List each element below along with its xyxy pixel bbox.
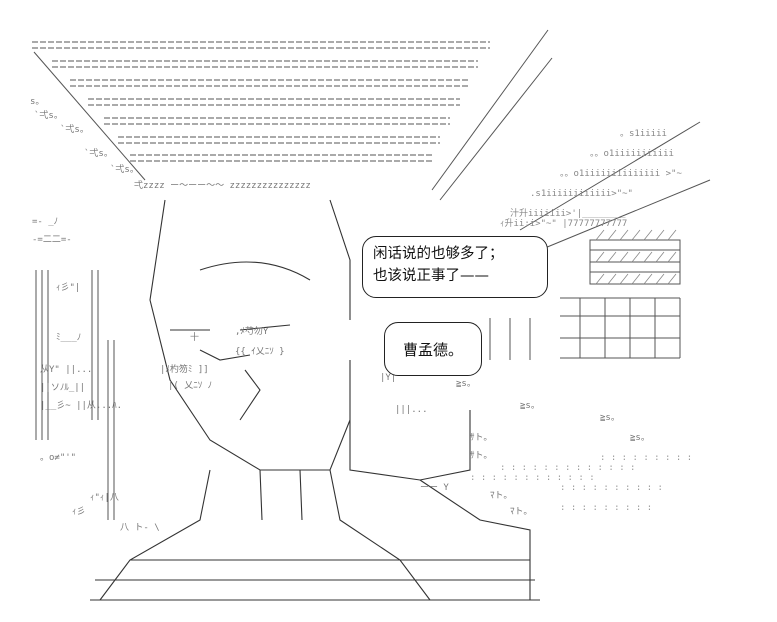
svg-text:ｨ彡"|: ｨ彡"| bbox=[56, 282, 80, 293]
ray-texture: 。s1iiiii 。。o1iiiiiiiiiii 。。o1iiiiiiiiiii… bbox=[500, 129, 682, 229]
left-pillars bbox=[35, 270, 115, 520]
svg-text:|ﾒ杓笏ﾐ ]]: |ﾒ杓笏ﾐ ]] bbox=[160, 363, 209, 375]
svg-text:≧s。: ≧s。 bbox=[456, 379, 476, 389]
svg-text:ｨ彡: ｨ彡 bbox=[72, 506, 86, 517]
svg-text:-=二二=-: -=二二=- bbox=[32, 235, 72, 245]
svg-text:|( 乂ﾆｿ ﾉ: |( 乂ﾆｿ ﾉ bbox=[168, 381, 212, 391]
svg-text:|__彡~ ||从...ﾊ.: |__彡~ ||从...ﾊ. bbox=[40, 400, 122, 411]
svg-text:≧s。: ≧s。 bbox=[630, 433, 650, 443]
svg-text:。o≠"'": 。o≠"'" bbox=[40, 453, 76, 463]
speech-bubble-dialogue: 闲话说的也够多了； 也该说正事了—— bbox=[362, 236, 548, 298]
svg-text:||ソﾉﾙ_||: ||ソﾉﾙ_|| bbox=[40, 383, 85, 393]
ceiling-stripes bbox=[32, 41, 490, 162]
svg-text:`弌s。: `弌s。 bbox=[84, 147, 113, 159]
floor-dots: : : : : : : : : : : : : : : : : : : : : … bbox=[470, 453, 692, 513]
svg-text:.s1iiiiiiiiiiii>"~": .s1iiiiiiiiiiii>"~" bbox=[530, 189, 633, 199]
svg-text:: : : : : : : : : : : :: : : : : : : : : : : : : bbox=[470, 473, 595, 483]
svg-text:≧s。: ≧s。 bbox=[600, 413, 620, 423]
svg-text:: : : : : : : : : :: : : : : : : : : : : bbox=[560, 483, 663, 493]
svg-text:。。o1iiiiiiiiiiiiii >"~: 。。o1iiiiiiiiiiiiii >"~ bbox=[560, 169, 682, 179]
svg-text:: : : : : : : : :: : : : : : : : : : bbox=[560, 503, 652, 513]
svg-text:=- _ﾉ: =- _ﾉ bbox=[32, 217, 58, 227]
speech-bubble-name: 曹孟德。 bbox=[384, 322, 482, 376]
svg-text:ﾏト。: ﾏト。 bbox=[510, 507, 532, 517]
hatching bbox=[595, 229, 677, 285]
dialogue-line-1: 闲话说的也够多了； bbox=[373, 246, 504, 262]
svg-text:: : : : : : : : : : : : :: : : : : : : : : : : : : : bbox=[500, 463, 635, 473]
svg-text:ーー Y: ーー Y bbox=[420, 483, 449, 493]
dialogue-name: 曹孟德。 bbox=[402, 340, 463, 359]
svg-text:。s1iiiii: 。s1iiiii bbox=[620, 129, 667, 139]
svg-text:{{ ｲ乂ﾆｿ }: {{ ｲ乂ﾆｿ } bbox=[235, 347, 285, 357]
figure-outline bbox=[90, 199, 540, 601]
svg-text:,ﾒ芍勿Y: ,ﾒ芍勿Y bbox=[235, 325, 269, 337]
svg-text:ﾐ___ﾉ: ﾐ___ﾉ bbox=[56, 333, 81, 343]
svg-text:`弌s。: `弌s。 bbox=[60, 123, 89, 135]
svg-text:弌zzzz ー〜ーー〜〜 zzzzzzzzzzzzzzz: 弌zzzz ー〜ーー〜〜 zzzzzzzzzzzzzzz bbox=[134, 179, 311, 191]
right-wall-grid bbox=[489, 239, 681, 360]
svg-text:ﾏト。: ﾏト。 bbox=[490, 491, 512, 501]
svg-text:八 ト- \: 八 ト- \ bbox=[120, 523, 160, 533]
figure-texture: ｨ彡"| ﾐ___ﾉ 从Y" ||... ||ソﾉﾙ_|| |__彡~ ||从...… bbox=[40, 282, 650, 533]
light-beams bbox=[33, 29, 711, 251]
svg-text:: : : : : : : : :: : : : : : : : : : bbox=[600, 453, 692, 463]
svg-text:ｻト。: ｻト。 bbox=[470, 450, 492, 461]
svg-text:|Y|: |Y| bbox=[380, 373, 396, 383]
svg-text:ｨ"ｨ|八: ｨ"ｨ|八 bbox=[90, 493, 119, 503]
svg-text:`弌s。: `弌s。 bbox=[110, 163, 139, 175]
svg-text:ｻト。: ｻト。 bbox=[470, 432, 492, 443]
svg-text:ｨ升ii:i>"~" |77777777777: ｨ升ii:i>"~" |77777777777 bbox=[500, 218, 627, 229]
svg-text:十: 十 bbox=[190, 331, 199, 343]
svg-text:|||...: |||... bbox=[395, 405, 428, 415]
svg-text:从Y" ||...: 从Y" ||... bbox=[40, 364, 92, 375]
svg-text:s。: s。 bbox=[30, 97, 44, 107]
dialogue-line-2: 也该说正事了—— bbox=[373, 268, 489, 284]
svg-text:≧s。: ≧s。 bbox=[520, 401, 540, 411]
left-wall: s。 `弌s。 `弌s。 `弌s。 `弌s。弌zzzz ー〜ーー〜〜 zzzzzzz… bbox=[30, 97, 311, 245]
svg-text:`弌s。: `弌s。 bbox=[34, 109, 63, 121]
svg-text:。。o1iiiiiiiiiii: 。。o1iiiiiiiiiii bbox=[590, 149, 674, 159]
svg-text:汁升iiiiiii>'|________: 汁升iiiiiii>'|________ bbox=[510, 207, 626, 219]
